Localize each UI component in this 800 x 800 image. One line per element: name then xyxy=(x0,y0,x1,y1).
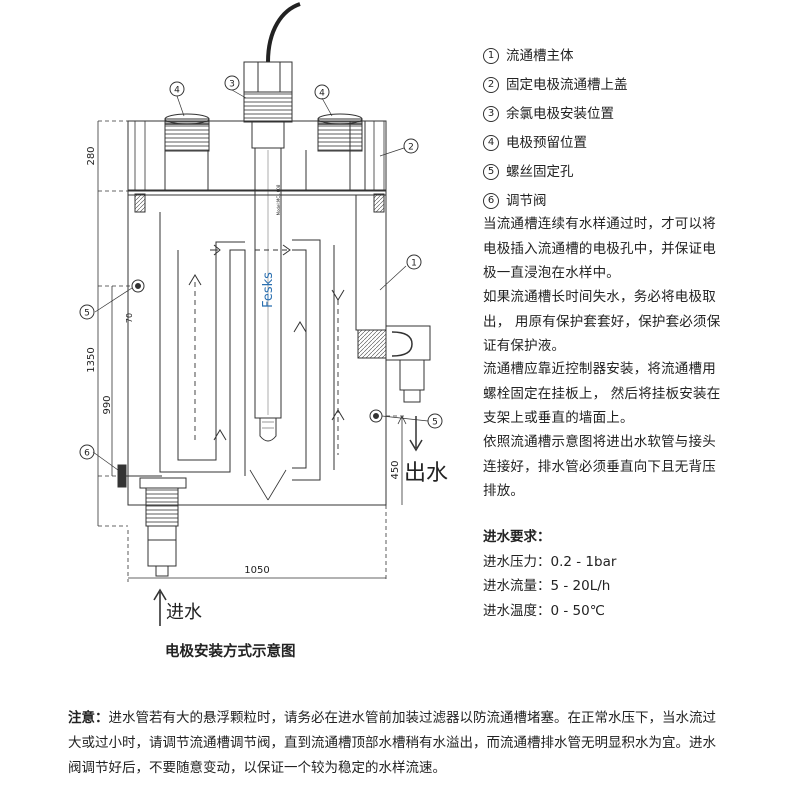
legend-text: 流通槽主体 xyxy=(506,48,574,64)
marker-1 xyxy=(406,254,422,270)
flow-cell-body xyxy=(127,189,387,506)
dim-450: 450 xyxy=(390,460,401,479)
legend-item-main-body: 1 流通槽主体 xyxy=(483,42,723,71)
marker-6 xyxy=(79,444,95,460)
dim-280: 280 xyxy=(86,146,97,165)
requirements-title: 进水要求： xyxy=(483,529,551,545)
screw-hole-left xyxy=(131,279,145,293)
instruction-paragraph-1: 当流通槽连续有水样通过时，才可以将电极插入流通槽的电极孔中，并保证电极一直浸泡在… xyxy=(483,216,716,281)
note: 注意：进水管若有大的悬浮颗粒时，请务必在进水管前加装过滤器以防流通槽堵塞。在正常… xyxy=(68,706,728,781)
legend: 1 流通槽主体 2 固定电极流通槽上盖 3 余氯电极安装位置 4 电极预留位置 5 螺丝固… xyxy=(483,42,723,216)
reserved-electrode-port-right xyxy=(317,113,363,152)
inner-channel-right xyxy=(292,239,321,481)
brand-logo: Fesks xyxy=(261,272,276,308)
marker-5-left-label: 5 xyxy=(84,309,90,319)
requirement-temperature: 进水温度：0 - 50℃ xyxy=(483,602,605,619)
electrode-model-text: Model:MCL 008 xyxy=(276,184,281,215)
marker-5-right xyxy=(427,413,443,429)
instruction-paragraph-3: 流通槽应靠近控制器安装，将流通槽用螺栓固定在挂板上， 然后将挂板安装在支架上或垂… xyxy=(483,361,721,426)
requirement-pressure: 进水压力：0.2 - 1bar xyxy=(483,553,617,570)
legend-number: 5 xyxy=(483,164,499,180)
marker-2 xyxy=(403,138,419,154)
marker-6-label: 6 xyxy=(84,449,90,459)
screw-hole-right xyxy=(369,409,383,423)
marker-4-right xyxy=(314,84,330,100)
legend-item-valve: 6 调节阀 xyxy=(483,187,723,216)
marker-1-label: 1 xyxy=(411,259,417,269)
legend-item-reserved-port: 4 电极预留位置 xyxy=(483,129,723,158)
marker-5-right-label: 5 xyxy=(432,418,438,428)
marker-4-right-label: 4 xyxy=(319,89,325,99)
legend-text: 余氯电极安装位置 xyxy=(506,106,614,122)
marker-5-left xyxy=(79,304,95,320)
note-label: 注意： xyxy=(68,710,109,726)
chlorine-electrode xyxy=(243,61,293,442)
marker-3-label: 3 xyxy=(229,80,235,90)
legend-text: 电极预留位置 xyxy=(506,135,587,151)
outlet-fitting xyxy=(357,325,431,403)
inlet-fitting xyxy=(139,477,187,577)
electrode-cable xyxy=(266,2,301,63)
legend-item-chlorine-electrode: 3 余氯电极安装位置 xyxy=(483,100,723,129)
dim-70: 70 xyxy=(125,313,134,323)
inlet-arrow xyxy=(153,588,167,626)
inlet-label: 进水 xyxy=(166,602,202,623)
legend-number: 2 xyxy=(483,77,499,93)
reserved-electrode-port-left xyxy=(164,113,210,152)
outlet-label: 出水 xyxy=(404,461,448,486)
inner-channel-left xyxy=(159,212,246,476)
legend-number: 6 xyxy=(483,193,499,209)
legend-text: 调节阀 xyxy=(506,193,547,209)
requirement-flow: 进水流量：5 - 20L/h xyxy=(483,578,611,594)
diagram-caption: 电极安装方式示意图 xyxy=(165,644,296,660)
marker-2-label: 2 xyxy=(408,143,414,153)
outlet-arrow xyxy=(409,416,423,452)
regulating-valve xyxy=(117,464,162,488)
instruction-paragraph-2: 如果流通槽长时间失水，务必将电极取出， 用原有保护套套好，保护套必须保证有保护液… xyxy=(483,289,721,354)
flow-cell-diagram: 4 3 4 2 1 5 5 6 280 1350 990 70 450 1050… xyxy=(79,2,448,626)
marker-4-left-label: 4 xyxy=(174,86,180,96)
inlet-requirements: 进水要求： 进水压力：0.2 - 1bar 进水流量：5 - 20L/h 进水温… xyxy=(483,525,723,623)
legend-item-top-cover: 2 固定电极流通槽上盖 xyxy=(483,71,723,100)
dim-1050: 1050 xyxy=(244,565,269,576)
legend-text: 螺丝固定孔 xyxy=(506,164,574,180)
legend-item-screw-hole: 5 螺丝固定孔 xyxy=(483,158,723,187)
instruction-paragraph-4: 依照流通槽示意图将进出水软管与接头连接好，排水管必须垂直向下且无背压排放。 xyxy=(483,434,716,499)
dim-1350: 1350 xyxy=(86,347,97,372)
marker-3 xyxy=(224,75,240,91)
legend-number: 3 xyxy=(483,106,499,122)
legend-text: 固定电极流通槽上盖 xyxy=(506,77,628,93)
legend-number: 1 xyxy=(483,48,499,64)
marker-4-left xyxy=(169,81,185,97)
note-text: 进水管若有大的悬浮颗粒时，请务必在进水管前加装过滤器以防流通槽堵塞。在正常水压下… xyxy=(68,710,716,776)
legend-number: 4 xyxy=(483,135,499,151)
dim-990: 990 xyxy=(102,395,113,414)
